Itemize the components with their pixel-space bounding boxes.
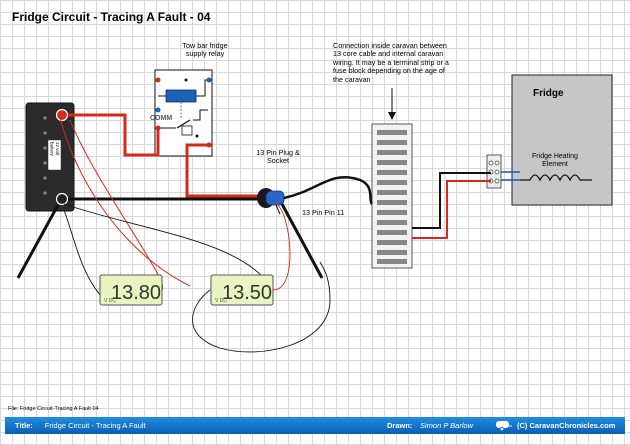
- title-bar: Title: Fridge Circuit - Tracing A Fault …: [5, 417, 625, 434]
- probe-black-2: [280, 203, 324, 279]
- meter2-red-lead: [272, 203, 291, 291]
- heater-label-1: Fridge Heating: [532, 153, 578, 160]
- battery-label: 12 volt battery: [50, 142, 61, 157]
- relay-contact: [176, 119, 191, 129]
- relay-coil: [165, 89, 197, 103]
- plug-label: 13 Pin Plug & Socket: [256, 148, 300, 166]
- terminal-strip-slots: [377, 130, 407, 264]
- wire-relay-to-plug: [185, 143, 262, 198]
- voltmeter-1-unit: V DC: [104, 298, 116, 304]
- heater-label-2: Element: [542, 161, 568, 168]
- socket-body: [265, 190, 285, 206]
- fridge-label: Fridge: [533, 88, 564, 99]
- wire-battery-to-relay: [68, 113, 160, 157]
- svg-text:battery: battery: [50, 142, 55, 157]
- voltmeter-1: [99, 274, 163, 306]
- file-name: File: Fridge Circuit-Tracing A Fault 04: [8, 406, 99, 412]
- battery-negative-terminal: [55, 192, 69, 206]
- voltmeter-2-reading: 13.50: [222, 282, 272, 304]
- voltmeter-2: [210, 274, 274, 306]
- fridge-box: [511, 74, 613, 206]
- svg-text:12 volt: 12 volt: [55, 142, 60, 156]
- wire-earth-to-fridge: [412, 172, 491, 229]
- relay-label: Tow bar fridge supply relay: [182, 41, 228, 59]
- connection-note: Connection inside caravan between 13 cor…: [333, 41, 449, 84]
- drawn-value: Simon P Barlow: [420, 421, 474, 430]
- title-bar-value: Fridge Circuit - Tracing A Fault: [44, 421, 146, 430]
- wire-live-to-fridge: [412, 180, 491, 239]
- relay-box: [154, 69, 213, 157]
- probe-black-1: [16, 204, 60, 279]
- terminal-strip: [371, 123, 413, 269]
- relay-comm-label: COMM: [150, 115, 172, 122]
- drawn-label: Drawn:: [387, 421, 413, 430]
- brand-label: (C) CaravanChronicles.com: [517, 421, 616, 430]
- voltmeter-2-unit: V DC: [215, 298, 227, 304]
- caravan-icon: [496, 421, 512, 431]
- diagram-title: Fridge Circuit - Tracing A Fault - 04: [12, 10, 211, 24]
- title-bar-label: Title:: [15, 421, 33, 430]
- voltmeter-1-reading: 13.80: [111, 282, 161, 304]
- battery-positive-terminal: [55, 108, 69, 122]
- meter2-probe-lead: [192, 261, 331, 353]
- cable-13-core: [283, 176, 374, 205]
- meter2-black-lead: [63, 203, 271, 287]
- pin-label: 13 Pin Pin 11: [302, 208, 345, 217]
- heating-element-coil: [520, 174, 592, 182]
